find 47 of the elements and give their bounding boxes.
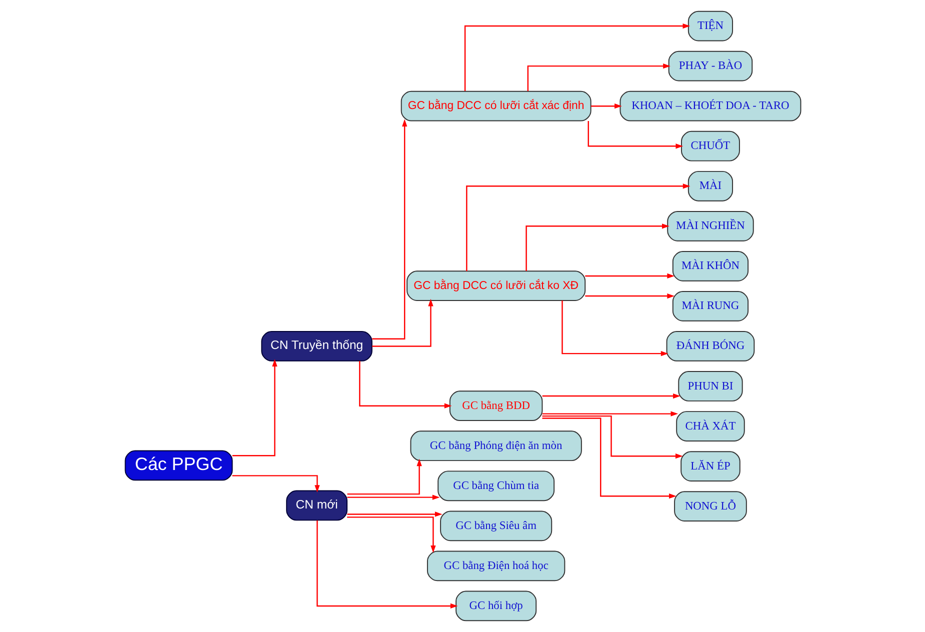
node-box: GC bằng DCC có lưỡi cắt xác định: [400, 90, 591, 122]
arrow: [316, 520, 458, 609]
arrow: [358, 360, 452, 408]
arrow: [466, 184, 690, 272]
arrow: [542, 415, 682, 459]
node-box: PHUN BI: [678, 371, 742, 402]
arrow: [584, 293, 674, 299]
node-box: NONG LỖ: [674, 491, 746, 522]
arrow: [346, 512, 442, 517]
node-box: GC bằng DCC có lưỡi cắt ko XĐ: [406, 270, 586, 301]
arrow: [346, 494, 440, 500]
node-box: TIỆN: [687, 10, 733, 42]
arrow: [525, 224, 669, 272]
arrow: [542, 393, 680, 399]
node-box: GC bằng Siêu âm: [440, 510, 552, 542]
arrow: [542, 418, 676, 499]
arrow: [542, 411, 678, 416]
arrow: [584, 273, 674, 279]
node-box: KHOAN – KHOÉT DOA - TARO: [619, 90, 801, 122]
arrow: [232, 359, 277, 456]
node-box: GC hối hợp: [455, 590, 536, 622]
node-box: MÀI RUNG: [672, 291, 748, 322]
arrow: [587, 121, 683, 149]
node-box: MÀI NGHIỀN: [666, 210, 754, 242]
arrow: [464, 23, 690, 92]
node-box: ĐÁNH BÓNG: [666, 331, 754, 362]
arrow: [372, 119, 407, 340]
node-box: Các PPGC: [124, 450, 232, 481]
arrow: [372, 298, 433, 347]
node-box: GC bằng Chùm tia: [437, 470, 554, 502]
node-box: CN Truyền thống: [260, 331, 372, 362]
node-box: GC bằng BDD: [448, 390, 542, 422]
arrow: [232, 475, 320, 492]
node-box: PHAY - BÀO: [668, 50, 752, 82]
arrow: [561, 300, 668, 356]
node-box: GC bằng Điện hoá học: [426, 550, 565, 582]
node-box: GC bằng Phóng điện ăn mòn: [410, 430, 582, 462]
arrow: [526, 64, 670, 92]
node-box: CHÀ XÁT: [676, 411, 744, 442]
arrow: [346, 458, 422, 495]
node-box: MÀI KHÔN: [672, 250, 748, 282]
node-box: MÀI: [687, 170, 733, 202]
node-box: CN mới: [286, 490, 347, 521]
node-box: LĂN ÉP: [680, 451, 740, 482]
arrow: [346, 516, 436, 553]
node-box: CHUỐT: [680, 130, 740, 162]
arrow: [590, 104, 622, 109]
